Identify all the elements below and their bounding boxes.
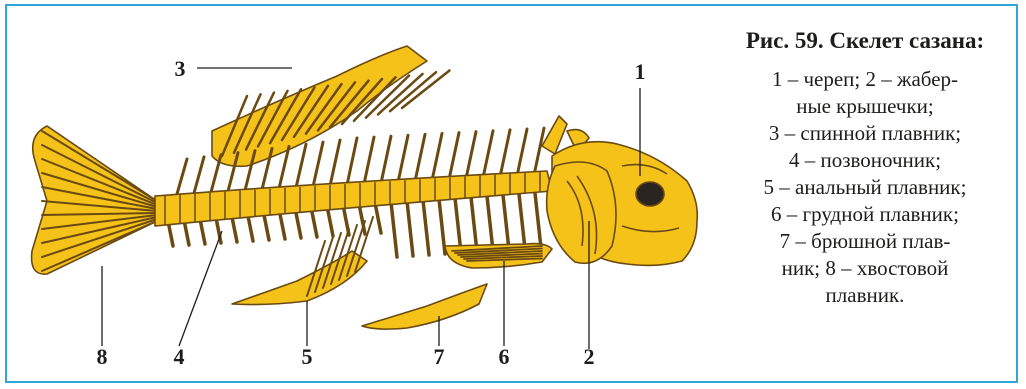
rib [487,196,493,251]
caption-legend: 1 – череп; 2 – жабер- ные крышечки; 3 – … [715,66,1015,309]
neural-spine [534,128,544,175]
label-7: 7 [434,344,445,369]
label-8: 8 [97,344,108,369]
caption-line: 5 – анальный плавник; [715,174,1015,201]
neural-spine [194,157,204,193]
leader-line-4 [179,231,222,346]
carp-skeleton-illustration: 3 1 8 4 5 7 6 2 [7,6,719,381]
caption-line: 6 – грудной плавник; [715,201,1015,228]
rib [375,203,381,233]
caption-line: ные крышечки; [715,93,1015,120]
rib [407,201,413,256]
rib [391,202,397,257]
label-1: 1 [635,59,646,84]
label-5: 5 [302,344,313,369]
neural-spine [296,144,306,187]
label-6: 6 [499,344,510,369]
rib [455,198,461,253]
caption-line: плавник. [715,282,1015,309]
caption-line: 7 – брюшной плав- [715,228,1015,255]
pelvic-fin [362,284,487,329]
rib [471,197,477,252]
caption-line: 1 – череп; 2 – жабер- [715,66,1015,93]
figure-caption: Рис. 59. Скелет сазана: 1 – череп; 2 – ж… [715,26,1015,309]
rib [519,194,525,249]
label-4: 4 [174,344,185,369]
neural-spine [313,142,323,187]
label-2: 2 [584,344,595,369]
neural-spine [449,133,459,180]
neural-spine [177,159,187,194]
neural-spine [381,136,391,183]
caption-line: ник; 8 – хвостовой [715,255,1015,282]
neural-spine [466,132,476,179]
neural-spine [483,131,493,178]
neural-spine [415,134,425,181]
rib [503,195,509,250]
neural-spine [432,134,442,181]
rib [423,200,429,255]
neural-spine [517,129,527,176]
neural-spine [500,130,510,177]
neural-spine [330,140,340,186]
caption-title: Рис. 59. Скелет сазана: [715,26,1015,56]
caption-line: 3 – спинной плавник; [715,120,1015,147]
caption-line: 4 – позвоночник; [715,147,1015,174]
figure-frame: 3 1 8 4 5 7 6 2 Рис. 59. Скелет сазана: … [5,4,1018,383]
neural-spine [347,138,357,185]
gill-cover [547,162,616,263]
label-3: 3 [175,56,186,81]
rib [439,199,445,254]
neural-spine [398,135,408,182]
neural-spine [364,137,374,184]
rib [535,193,541,248]
